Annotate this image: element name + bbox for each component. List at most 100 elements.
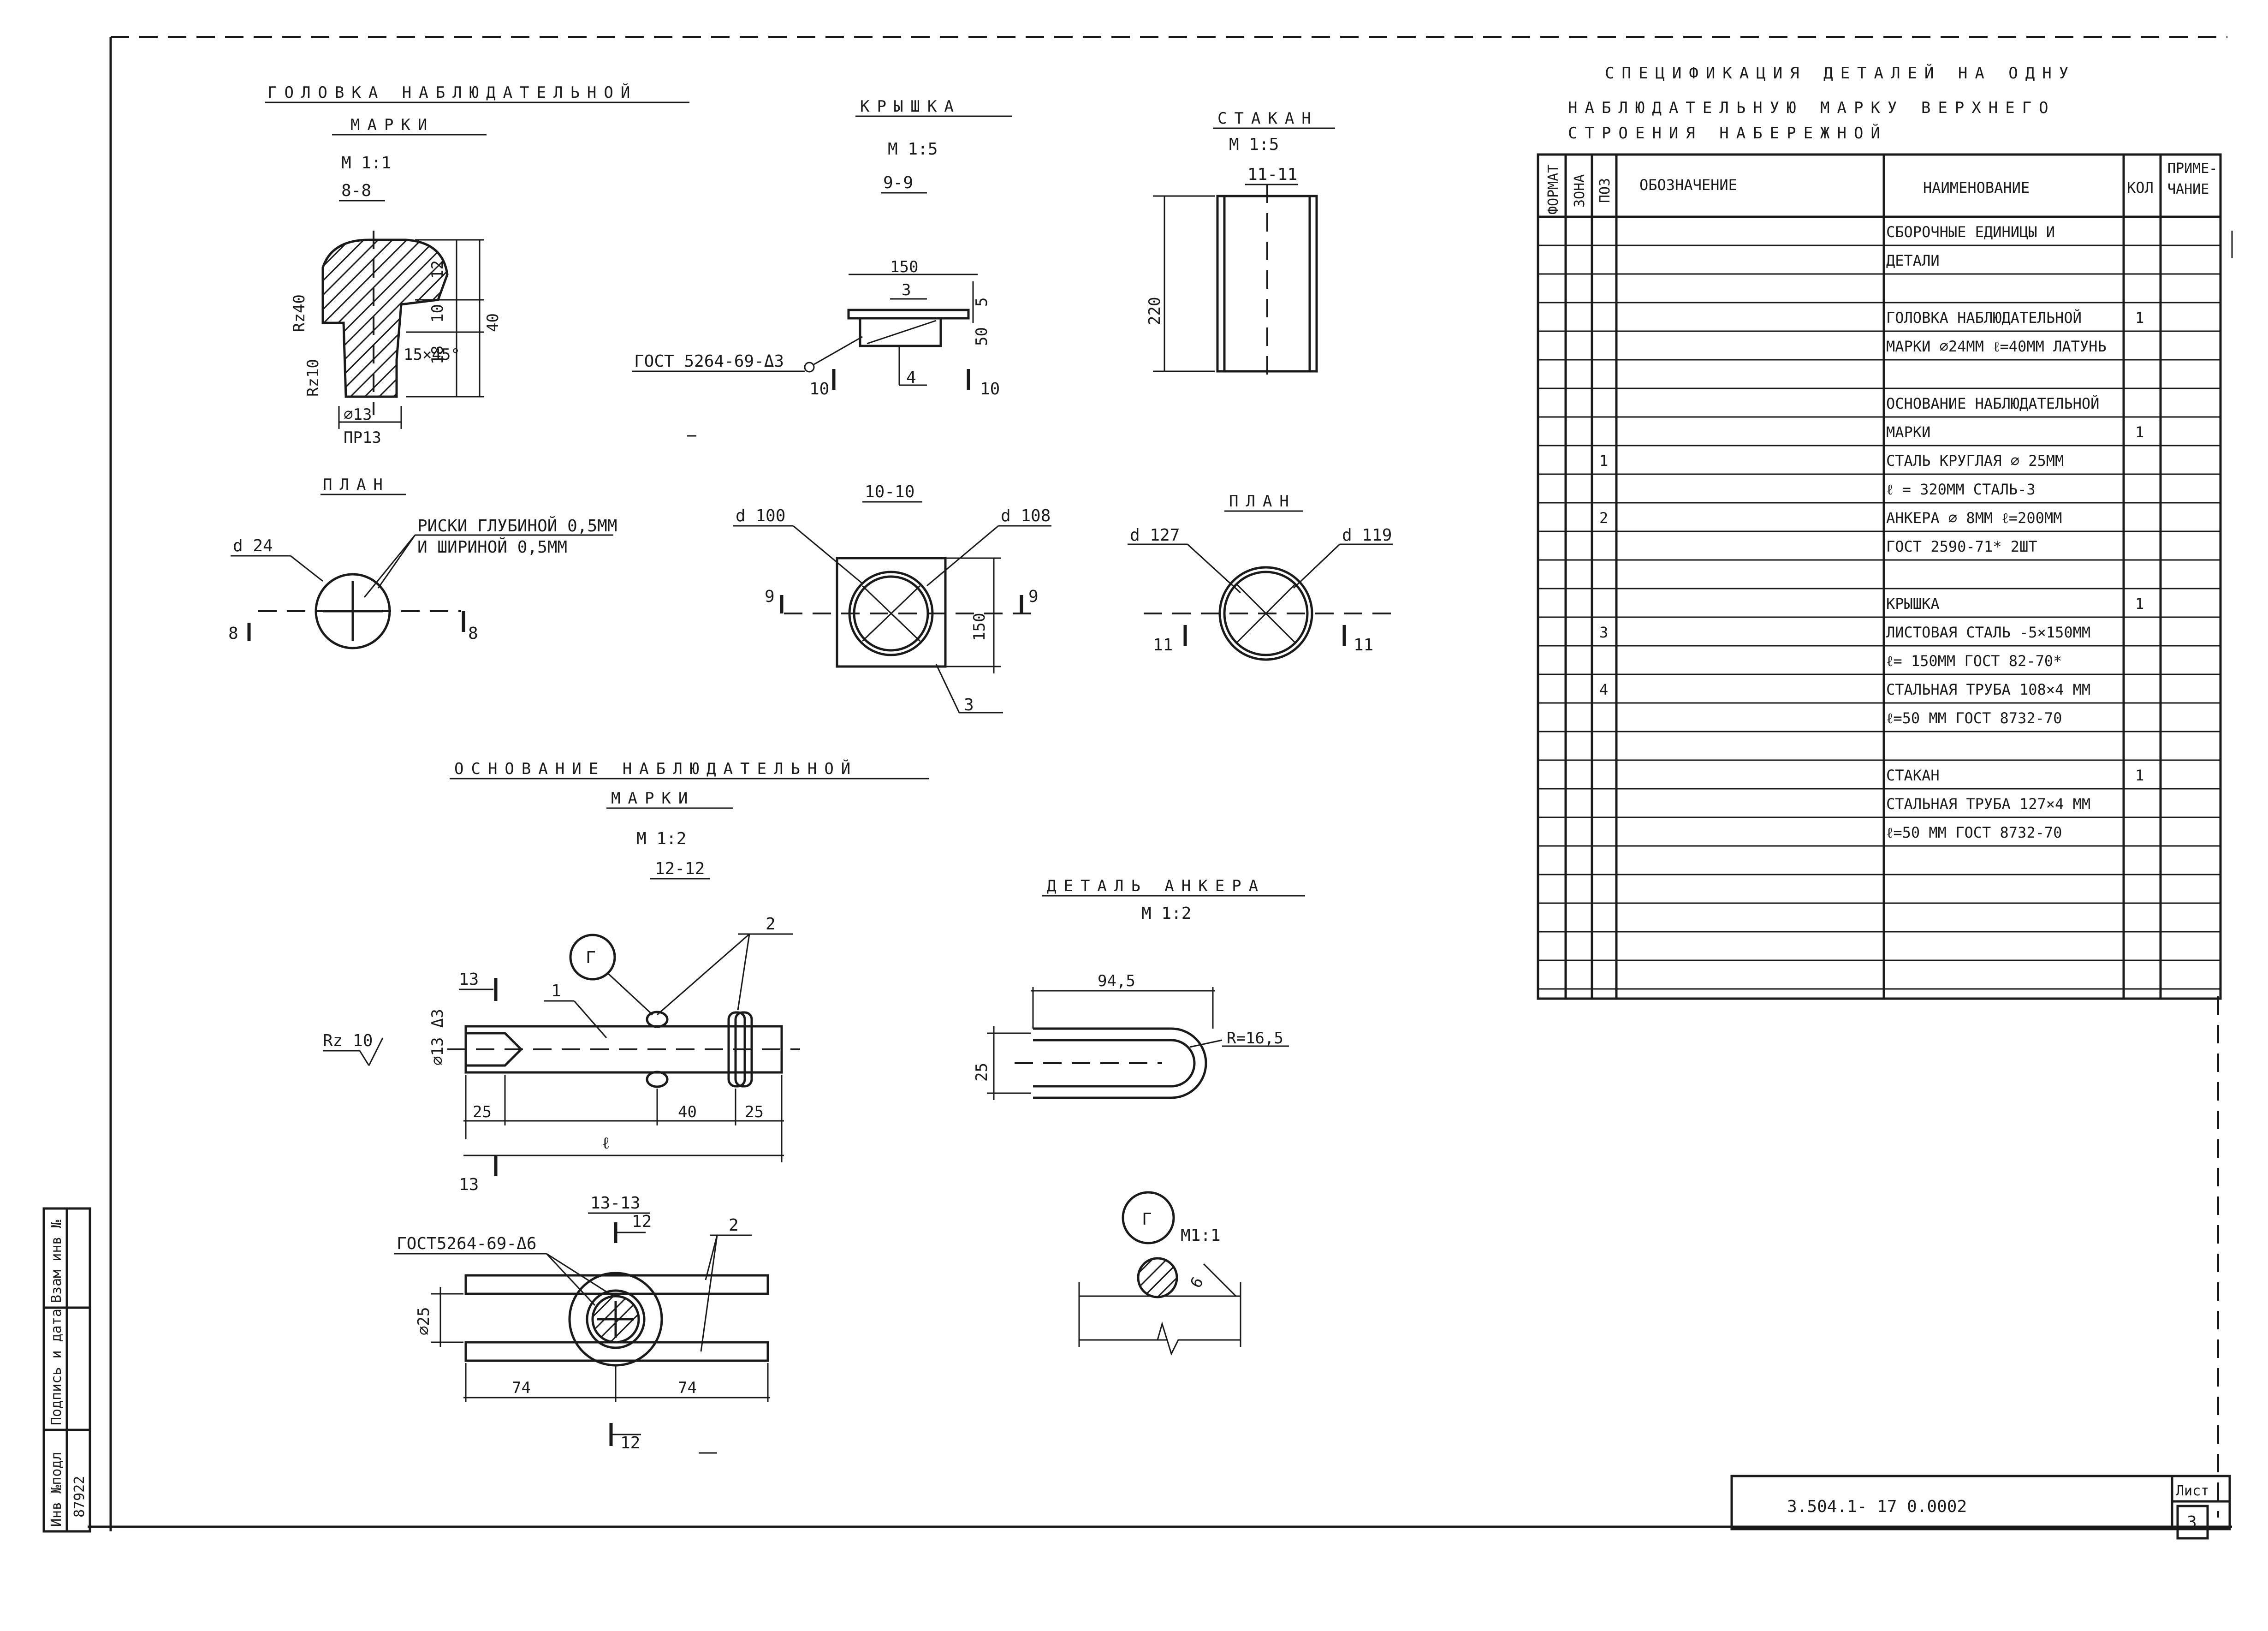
cap-dim-150: 150 (890, 258, 918, 276)
base-section-2: 13-13 (590, 1194, 640, 1213)
spec-row-pos: 4 (1599, 681, 1608, 698)
anchor-dim-r: R=16,5 (1227, 1029, 1283, 1048)
cap-tube (859, 317, 942, 347)
side-stamp-inv-value: 87922 (71, 1476, 88, 1518)
head-rough-40: Rz40 (290, 294, 309, 332)
spec-row-name: ℓ=50 ММ ГОСТ 8732-70 (1886, 824, 2062, 841)
base-cut-bottom: 13 (459, 1175, 479, 1194)
base-view: ОСНОВАНИЕ НАБЛЮДАТЕЛЬНОЙ МАРКИ М 1:2 12-… (323, 759, 929, 1454)
head-rough-10: Rz10 (304, 359, 322, 397)
spec-hdr-name: НАИМЕНОВАНИЕ (1923, 179, 2030, 196)
head-dim-10: 10 (428, 304, 447, 323)
sheet-label: Лист (2176, 1483, 2209, 1499)
head-title-1: ГОЛОВКА НАБЛЮДАТЕЛЬНОЙ (267, 83, 637, 102)
base-dim-40: 40 (678, 1103, 697, 1121)
title-stamp: 3.504.1- 17 0.0002 Лист 3 (1730, 1475, 2231, 1540)
side-stamp: Взам инв № Подпись и дата Инв №подл 8792… (42, 1207, 91, 1533)
spec-row-name: ℓ=50 ММ ГОСТ 8732-70 (1886, 709, 2062, 727)
head-dim-18: 18 (428, 345, 447, 364)
cap-plan-cut-left: 9 (765, 587, 775, 606)
spec-rows: СБОРОЧНЫЕ ЕДИНИЦЫ И ДЕТАЛИ ГОЛОВКА НАБЛЮДА… (1538, 223, 2221, 990)
glass-view: СТАКАН М 1:5 11-11 220 ПЛАН d 127 d 119 … (1128, 109, 1393, 661)
glass-cut-left: 11 (1153, 636, 1173, 655)
cap-dim-5: 5 (973, 298, 991, 307)
glass-dim-220: 220 (1146, 297, 1164, 325)
spec-row-name: ГОСТ 2590-71* 2ШТ (1886, 538, 2037, 555)
cap-scale: М 1:5 (888, 140, 938, 159)
head-cut-right: 8 (468, 624, 478, 643)
cap-gost: ГОСТ 5264-69-Δ3 (634, 352, 784, 371)
head-plan-title: ПЛАН (323, 476, 390, 494)
spec-row-name: ГОЛОВКА НАБЛЮДАТЕЛЬНОЙ (1886, 309, 2082, 327)
glass-scale: М 1:5 (1229, 135, 1279, 154)
head-dim-pr13: ПР13 (344, 429, 381, 447)
head-dim-d13: ⌀13 (344, 405, 372, 424)
cap-title: КРЫШКА (860, 97, 961, 116)
sheet-frame (88, 36, 2233, 1531)
spec-hdr-format: ФОРМАТ (1545, 165, 1561, 214)
anchor-weld: 6 (1187, 1274, 1207, 1292)
head-scale: М 1:1 (341, 154, 391, 173)
spec-row-name: СТАКАН (1886, 767, 1940, 784)
anchor-title: ДЕТАЛЬ АНКЕРА (1047, 877, 1265, 895)
cap-plan-cut-right: 9 (1028, 587, 1039, 606)
spec-row-qty: 1 (2135, 767, 2144, 784)
cap-dim-50: 50 (973, 327, 991, 346)
glass-plan-d127: d 127 (1130, 526, 1180, 545)
glass-plan-d119: d 119 (1342, 526, 1392, 545)
spec-row-name: ЛИСТОВАЯ СТАЛЬ -5×150ММ (1886, 624, 2090, 641)
head-dim-12: 12 (428, 260, 447, 279)
base-dim-l: ℓ (602, 1134, 610, 1153)
base-sec2-cut-top: 12 (632, 1212, 652, 1231)
glass-plan-title: ПЛАН (1229, 492, 1296, 511)
spec-hdr-qty: КОЛ (2127, 179, 2154, 196)
anchor-view: ДЕТАЛЬ АНКЕРА М 1:2 94,5 25 R=16,5 Г М1:… (973, 877, 1305, 1356)
sheet-number: 3 (2187, 1513, 2197, 1532)
spec-row-qty: 1 (2135, 423, 2144, 441)
cap-leader-4: 4 (906, 368, 916, 387)
spec-row-name: СБОРОЧНЫЕ ЕДИНИЦЫ И (1886, 223, 2055, 241)
spec-row-qty: 1 (2135, 309, 2144, 327)
cap-cut-right: 10 (980, 380, 1000, 399)
cap-view: КРЫШКА М 1:5 9-9 150 3 5 50 ГОСТ 5264-69… (632, 97, 1051, 714)
anchor-dim-94: 94,5 (1098, 972, 1135, 990)
spec-row-name: ДЕТАЛИ (1886, 252, 1940, 269)
spec-hdr-designation: ОБОЗНАЧЕНИЕ (1639, 176, 1737, 194)
doc-number: 3.504.1- 17 0.0002 (1787, 1497, 1967, 1516)
anchor-scale: М 1:2 (1141, 904, 1191, 923)
base-leader-2: 2 (766, 915, 776, 934)
base-rough: Rz 10 (323, 1031, 373, 1050)
spec-hdr-note-2: ЧАНИЕ (2167, 181, 2209, 197)
anchor-u-bar (1033, 1027, 1207, 1099)
anchor-detail-scale: М1:1 (1181, 1226, 1221, 1245)
base-leader-1: 1 (551, 982, 561, 1000)
base-section: 12-12 (655, 859, 705, 878)
cap-plan-d108: d 108 (1001, 506, 1051, 525)
base-diam: ⌀13 Δ3 (428, 1009, 447, 1066)
anchor-detail-bar (1137, 1257, 1178, 1298)
spec-row-name: ℓ = 320ММ СТАЛЬ-3 (1886, 481, 2036, 498)
base-sec2-diam: ⌀25 (415, 1307, 433, 1335)
base-cut-top: 13 (459, 970, 479, 989)
glass-title: СТАКАН (1217, 109, 1318, 128)
spec-table-block: СПЕЦИФИКАЦИЯ ДЕТАЛЕЙ НА ОДНУ НАБЛЮДАТЕЛЬ… (1537, 64, 2222, 1000)
cap-plate (847, 309, 970, 320)
spec-row-name: СТАЛЬ КРУГЛАЯ ⌀ 25ММ (1886, 452, 2064, 470)
base-scale: М 1:2 (636, 829, 686, 848)
spec-row-name: СТАЛЬНАЯ ТРУБА 108×4 ММ (1886, 681, 2090, 698)
base-sec2-rod-top (464, 1274, 769, 1295)
spec-hdr-zone: ЗОНА (1572, 174, 1588, 208)
cap-plan-section: 10-10 (865, 482, 914, 501)
glass-plan-circle (1218, 566, 1313, 661)
spec-title-3: СТРОЕНИЯ НАБЕРЕЖНОЙ (1568, 124, 1888, 143)
cap-plan-d100: d 100 (736, 506, 785, 525)
spec-row-name: КРЫШКА (1886, 595, 1940, 613)
spec-row-pos: 1 (1599, 452, 1608, 470)
anchor-dim-25: 25 (973, 1063, 991, 1082)
head-hatched-profile (321, 238, 449, 398)
glass-section: 11-11 (1247, 165, 1297, 184)
side-stamp-sign: Подпись и дата (48, 1309, 65, 1425)
head-plan-diam: d 24 (233, 536, 273, 555)
glass-cut-right: 11 (1354, 636, 1373, 655)
